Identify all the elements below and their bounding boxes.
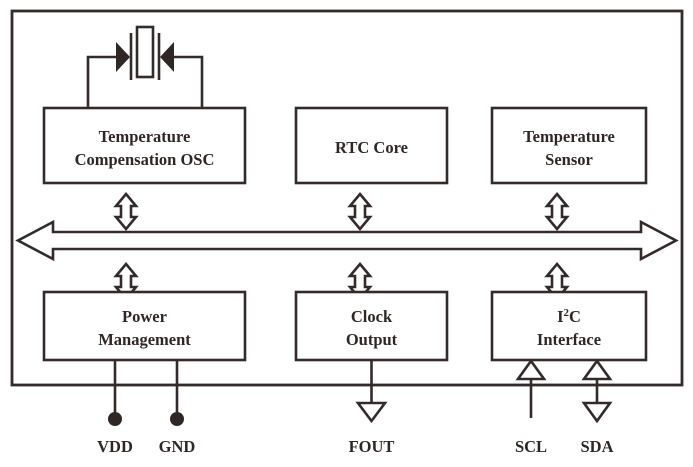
block-label-power-line2: Management <box>98 330 191 349</box>
internal-bus-arrow <box>15 219 679 262</box>
sda-arrow-up-icon <box>581 358 613 381</box>
pin-label-vdd: VDD <box>97 437 133 456</box>
block-label-rtc-core: RTC Core <box>335 138 408 157</box>
block-temperature-sensor: Temperature Sensor <box>490 106 648 185</box>
pin-label-gnd: GND <box>159 437 196 456</box>
crystal-icon <box>86 25 204 108</box>
block-label-clock-line1: Clock <box>351 307 393 326</box>
pin-scl: SCL <box>515 358 547 456</box>
block-i2c-interface: I2C Interface <box>490 290 648 362</box>
block-rtc-core: RTC Core <box>294 106 449 185</box>
block-label-i2c-line2: Interface <box>537 330 601 349</box>
block-power-management: Power Management <box>42 290 247 362</box>
block-label-i2c-line1: I2C <box>557 307 581 326</box>
pin-vdd: VDD <box>97 360 133 456</box>
i2c-superscript-2: 2 <box>564 307 570 319</box>
connector-temp-sensor-to-bus <box>544 191 570 232</box>
block-label-power-line1: Power <box>122 307 167 326</box>
block-label-tcxo-line1: Temperature <box>99 127 191 146</box>
connector-tcxo-to-bus <box>113 191 139 232</box>
i2c-letter-i: I <box>557 307 563 326</box>
gnd-terminal-dot <box>170 412 184 426</box>
pin-fout: FOUT <box>349 360 395 456</box>
block-label-tcxo-line2: Compensation OSC <box>75 150 215 169</box>
vdd-terminal-dot <box>108 412 122 426</box>
fout-arrow-down-icon <box>355 401 388 424</box>
pin-label-scl: SCL <box>515 437 547 456</box>
block-label-temp-sensor-line1: Temperature <box>523 127 615 146</box>
connector-rtc-core-to-bus <box>347 191 373 232</box>
block-temperature-compensation-osc: Temperature Compensation OSC <box>42 106 247 185</box>
block-label-temp-sensor-line2: Sensor <box>545 150 593 169</box>
sda-arrow-down-icon <box>581 401 613 424</box>
pin-gnd: GND <box>159 360 196 456</box>
pin-label-sda: SDA <box>580 437 613 456</box>
block-label-clock-line2: Output <box>346 330 398 349</box>
scl-arrow-up-icon <box>515 358 547 381</box>
chip-boundary <box>10 9 684 387</box>
pin-label-fout: FOUT <box>349 437 395 456</box>
block-clock-output: Clock Output <box>294 290 449 362</box>
pin-sda: SDA <box>580 358 614 456</box>
i2c-letter-c: C <box>569 307 581 326</box>
